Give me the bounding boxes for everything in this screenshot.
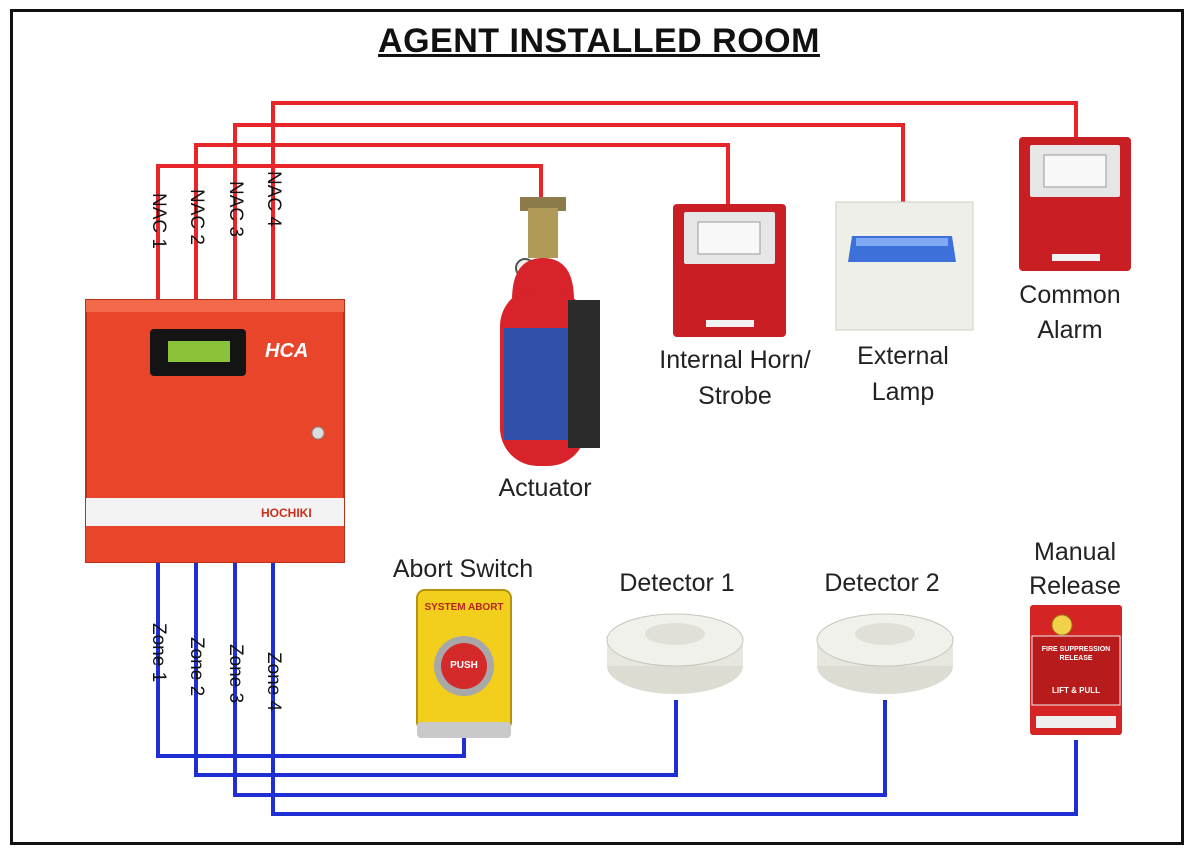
diagram-frame <box>10 9 1184 845</box>
zone4-label: Zone 4 <box>263 652 284 712</box>
horn-strobe-label-line1: Internal Horn/ <box>659 346 811 374</box>
nac4-wire <box>271 101 1078 300</box>
panel-brand: HCA <box>265 340 309 362</box>
detector2-label: Detector 2 <box>824 569 940 597</box>
nac4-label: NAC 4 <box>263 171 284 227</box>
nac3-wire <box>233 123 905 300</box>
common-alarm-label-line1: Common <box>1019 281 1121 309</box>
abort-switch-label: Abort Switch <box>392 555 534 583</box>
external-lamp-label-line1: External <box>857 342 949 370</box>
nac1-wire <box>156 164 543 300</box>
release-pull-text: LIFT & PULL <box>1052 686 1100 695</box>
nac2-label: NAC 2 <box>186 189 207 245</box>
diagram-title: AGENT INSTALLED ROOM <box>378 22 820 60</box>
abort-push-text: PUSH <box>450 660 478 671</box>
zone4-wire <box>271 562 1078 816</box>
nac3-label: NAC 3 <box>225 181 246 237</box>
abort-header-text: SYSTEM ABORT <box>424 602 504 613</box>
actuator-label: Actuator <box>498 474 592 502</box>
nac-wires <box>156 101 1078 300</box>
zone2-label: Zone 2 <box>186 637 207 697</box>
detector2-device <box>816 613 954 694</box>
zone2-wire <box>194 562 678 777</box>
zone-wires <box>156 562 1078 816</box>
zone1-label: Zone 1 <box>148 623 169 683</box>
common-alarm-device <box>1019 137 1131 271</box>
common-alarm-label-line2: Alarm <box>1037 316 1103 344</box>
nac1-label: NAC 1 <box>148 193 169 249</box>
manual-release-label-line1: Manual <box>1034 538 1116 566</box>
horn-strobe-label-line2: Strobe <box>698 382 772 410</box>
detector1-device <box>606 613 744 694</box>
release-face-text: FIRE SUPPRESSION RELEASE <box>1041 646 1111 662</box>
external-lamp-label-line2: Lamp <box>871 378 935 406</box>
panel-maker: HOCHIKI <box>261 506 312 520</box>
horn-strobe-device <box>673 204 786 337</box>
manual-release-device <box>1030 605 1122 735</box>
actuator-cylinder <box>500 197 600 466</box>
zone3-label: Zone 3 <box>225 644 246 704</box>
external-lamp-device <box>835 201 974 331</box>
zone3-wire <box>233 562 887 797</box>
nac2-wire <box>194 143 730 300</box>
abort-switch-device <box>416 589 512 738</box>
control-panel <box>85 299 345 563</box>
zone1-wire <box>156 562 466 758</box>
manual-release-label-line2: Release <box>1029 572 1121 600</box>
detector1-label: Detector 1 <box>619 569 735 597</box>
